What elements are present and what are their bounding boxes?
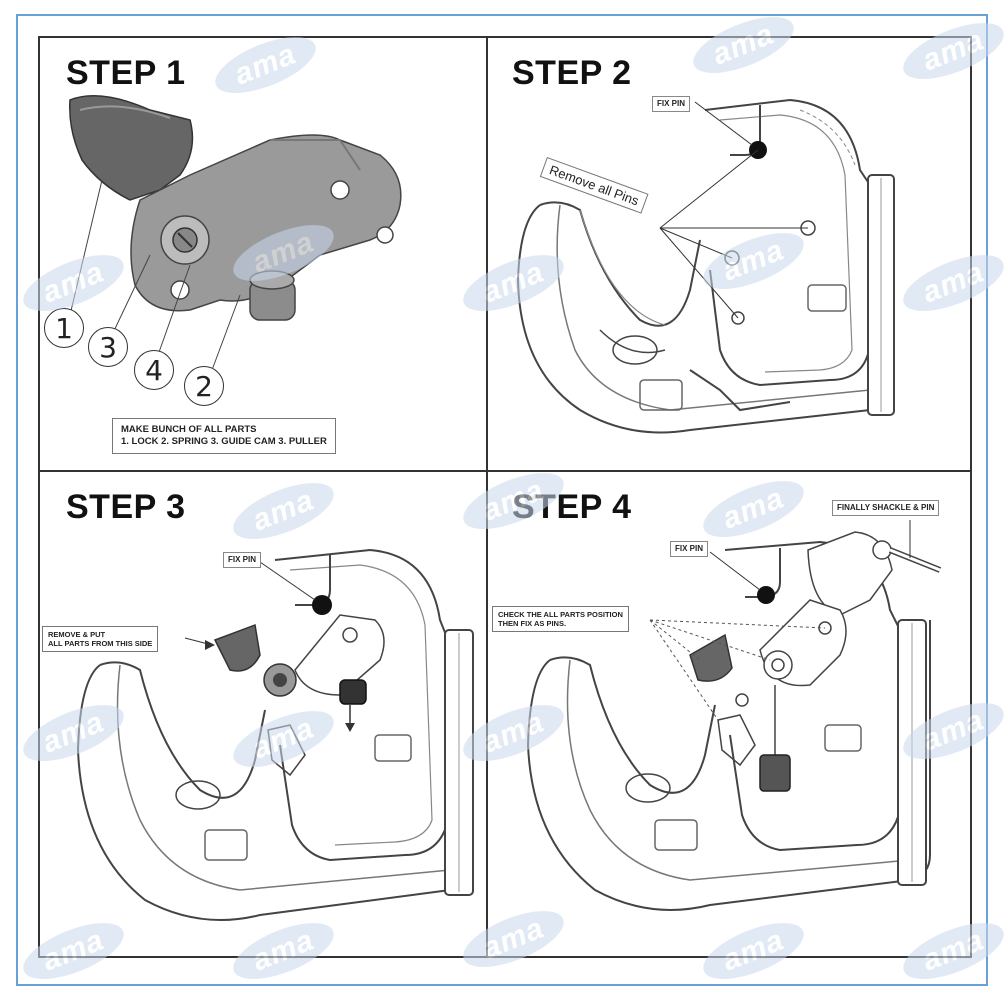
step-3-remove-put-note: REMOVE & PUT ALL PARTS FROM THIS SIDE bbox=[42, 626, 159, 652]
step-4-finally-shackle-callout: FINALLY SHACKLE & PIN bbox=[832, 500, 940, 516]
step-1-note-line-1: MAKE BUNCH OF ALL PARTS bbox=[121, 424, 257, 435]
step-4-check-line-2: THEN FIX AS PINS. bbox=[498, 619, 567, 628]
step-4-hook-illustration bbox=[526, 520, 942, 911]
grid-divider-horizontal bbox=[38, 470, 972, 472]
step-1-note-line-2: 1. LOCK 2. SPRING 3. GUIDE CAM 3. PULLER bbox=[121, 436, 327, 447]
step-2-title: STEP 2 bbox=[512, 54, 632, 92]
step-4-check-line-1: CHECK THE ALL PARTS POSITION bbox=[498, 610, 623, 619]
step-3-title: STEP 3 bbox=[66, 488, 186, 526]
step-3-hook-illustration bbox=[76, 548, 474, 921]
step-1-instruction-note: MAKE BUNCH OF ALL PARTS 1. LOCK 2. SPRIN… bbox=[112, 418, 336, 454]
grid-divider-vertical bbox=[486, 36, 488, 958]
step-2-hook-illustration bbox=[516, 98, 895, 434]
step-4-check-note: CHECK THE ALL PARTS POSITION THEN FIX AS… bbox=[492, 606, 629, 632]
part-number-4: 4 bbox=[134, 350, 174, 390]
step-4-fix-pin-callout: FIX PIN bbox=[670, 541, 709, 557]
step-3-fix-pin-callout: FIX PIN bbox=[223, 552, 262, 568]
step-1-title: STEP 1 bbox=[66, 54, 186, 92]
part-number-3: 3 bbox=[88, 327, 128, 367]
step-3-remove-put-line-1: REMOVE & PUT bbox=[48, 630, 106, 639]
part-number-1: 1 bbox=[44, 308, 84, 348]
step-2-fix-pin-callout: FIX PIN bbox=[652, 96, 691, 112]
part-number-2: 2 bbox=[184, 366, 224, 406]
step-3-remove-put-line-2: ALL PARTS FROM THIS SIDE bbox=[48, 639, 153, 648]
step-1-parts-illustration bbox=[69, 95, 402, 371]
